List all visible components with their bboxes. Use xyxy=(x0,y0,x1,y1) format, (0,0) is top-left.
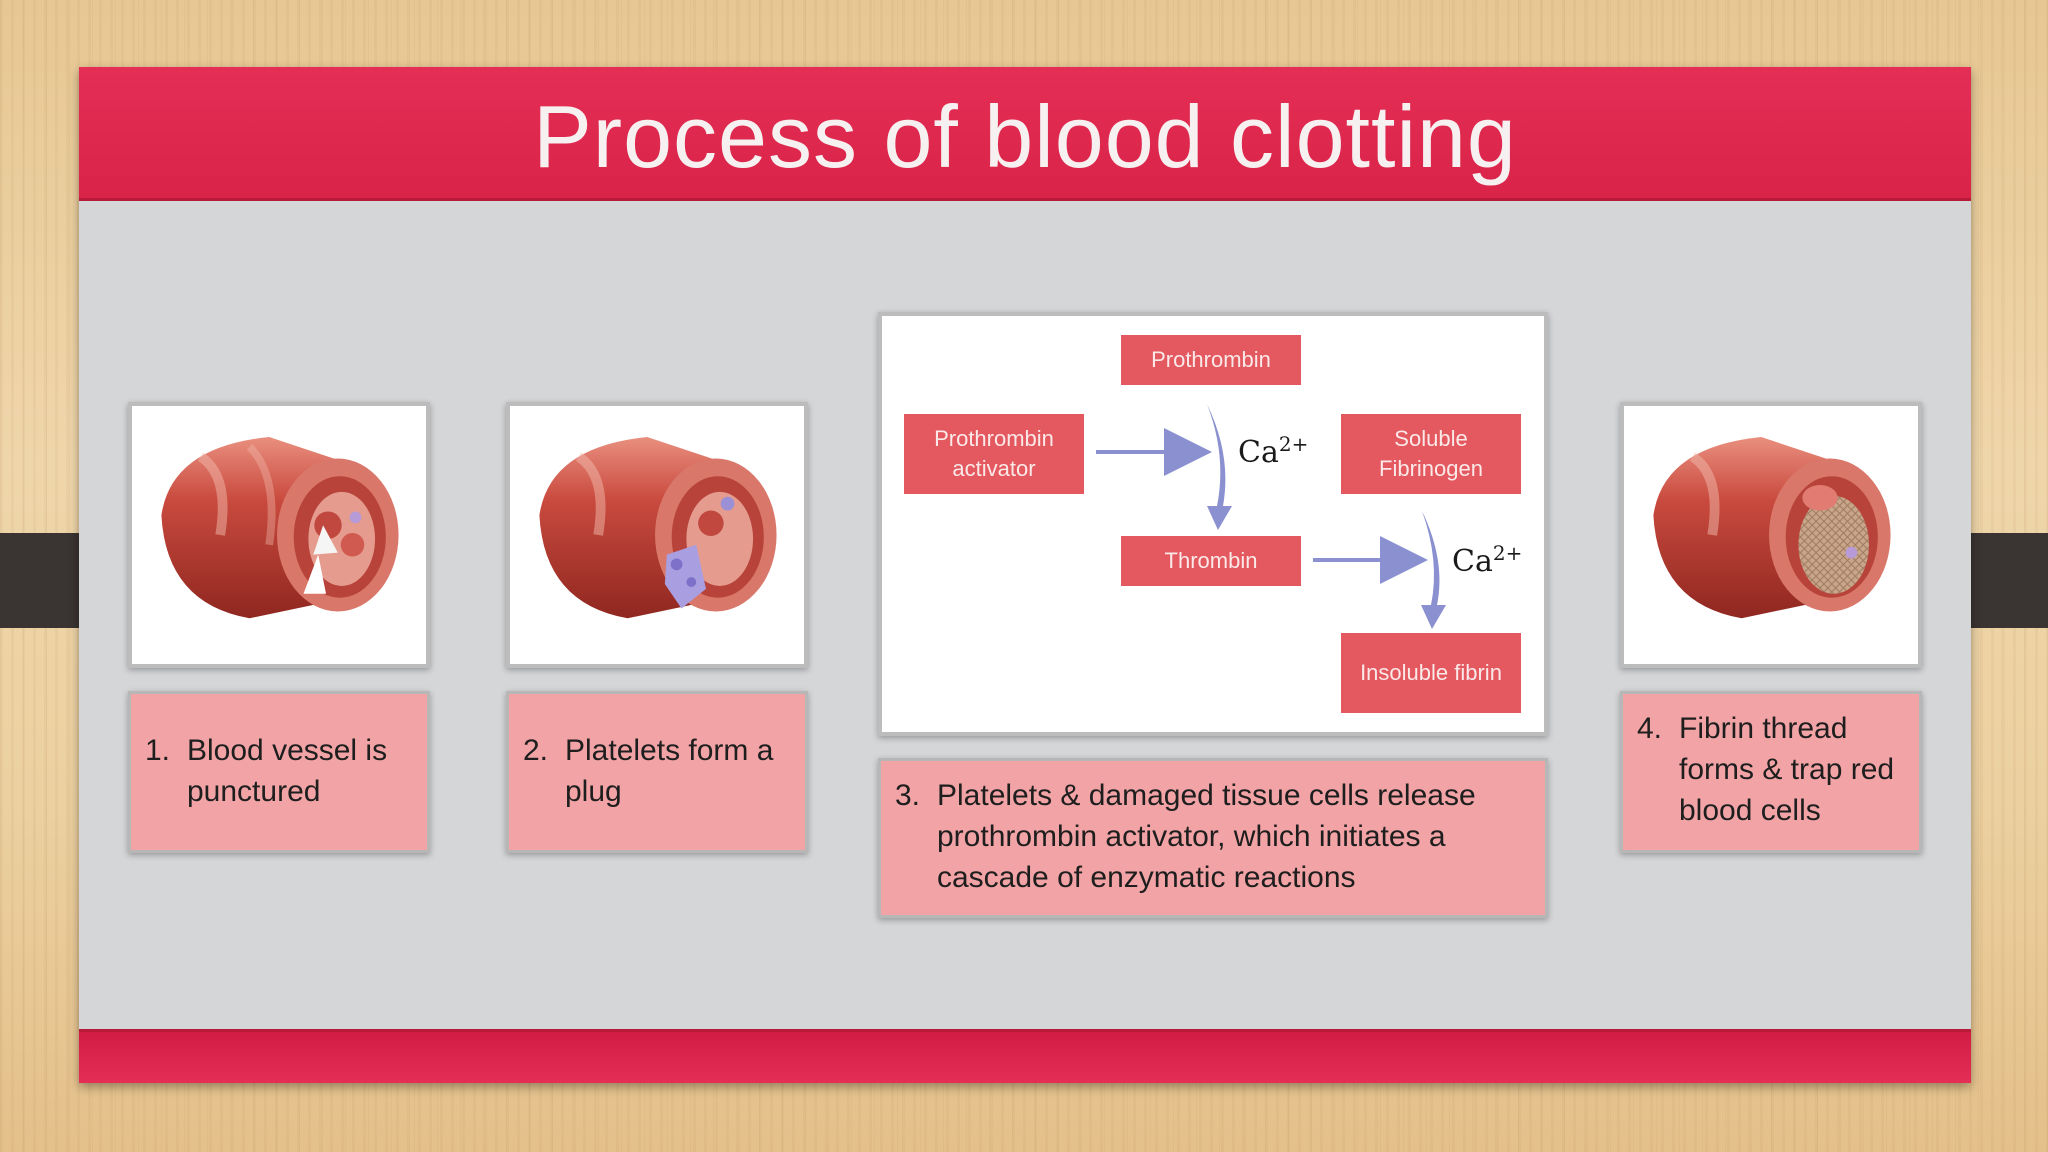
prothrombin-activator-box: Prothrombin activator xyxy=(904,414,1084,494)
punctured-vessel-illustration xyxy=(161,437,399,619)
step-3-caption: 3. Platelets & damaged tissue cells rele… xyxy=(878,758,1548,918)
step-2-caption: 2. Platelets form a plug xyxy=(506,691,808,853)
calcium-label-1: Ca2+ xyxy=(1238,432,1309,470)
fibrinogen-to-fibrin-arrow xyxy=(1421,511,1446,629)
title-banner: Process of blood clotting xyxy=(79,67,1971,201)
step-3-text: Platelets & damaged tissue cells release… xyxy=(937,779,1476,894)
slide-title: Process of blood clotting xyxy=(533,87,1517,186)
footer-banner xyxy=(79,1029,1971,1083)
insoluble-fibrin-box: Insoluble fibrin xyxy=(1341,633,1521,713)
step-2-text: Platelets form a plug xyxy=(565,734,774,808)
step-1-number: 1. xyxy=(145,734,171,767)
cascade-arrows xyxy=(1096,404,1446,629)
platelet-plug-illustration xyxy=(539,437,777,619)
step-4-number: 4. xyxy=(1637,712,1663,745)
soluble-fibrinogen-box: Soluble Fibrinogen xyxy=(1341,414,1521,494)
wood-background-bar-right xyxy=(1960,533,2048,628)
step-1-text: Blood vessel is punctured xyxy=(187,734,388,808)
step-4-image xyxy=(1620,402,1922,668)
calcium-label-2: Ca2+ xyxy=(1452,541,1523,579)
step-1-image xyxy=(128,402,430,668)
prothrombin-to-thrombin-arrow xyxy=(1207,404,1232,530)
slide: Process of blood clotting 1. Blood vesse… xyxy=(79,67,1971,1083)
wood-background-bar-left xyxy=(0,533,90,628)
prothrombin-box: Prothrombin xyxy=(1121,335,1301,385)
step-1-caption: 1. Blood vessel is punctured xyxy=(128,691,430,853)
step-4-caption: 4. Fibrin thread forms & trap red blood … xyxy=(1620,691,1922,853)
thrombin-box: Thrombin xyxy=(1121,536,1301,586)
step-4-text: Fibrin thread forms & trap red blood cel… xyxy=(1679,712,1895,827)
step-2-image xyxy=(506,402,808,668)
fibrin-clot-illustration xyxy=(1653,437,1891,619)
step-2-number: 2. xyxy=(523,734,549,767)
step-3-number: 3. xyxy=(895,779,921,812)
clotting-cascade-diagram: Prothrombin Prothrombin activator Solubl… xyxy=(878,312,1548,736)
